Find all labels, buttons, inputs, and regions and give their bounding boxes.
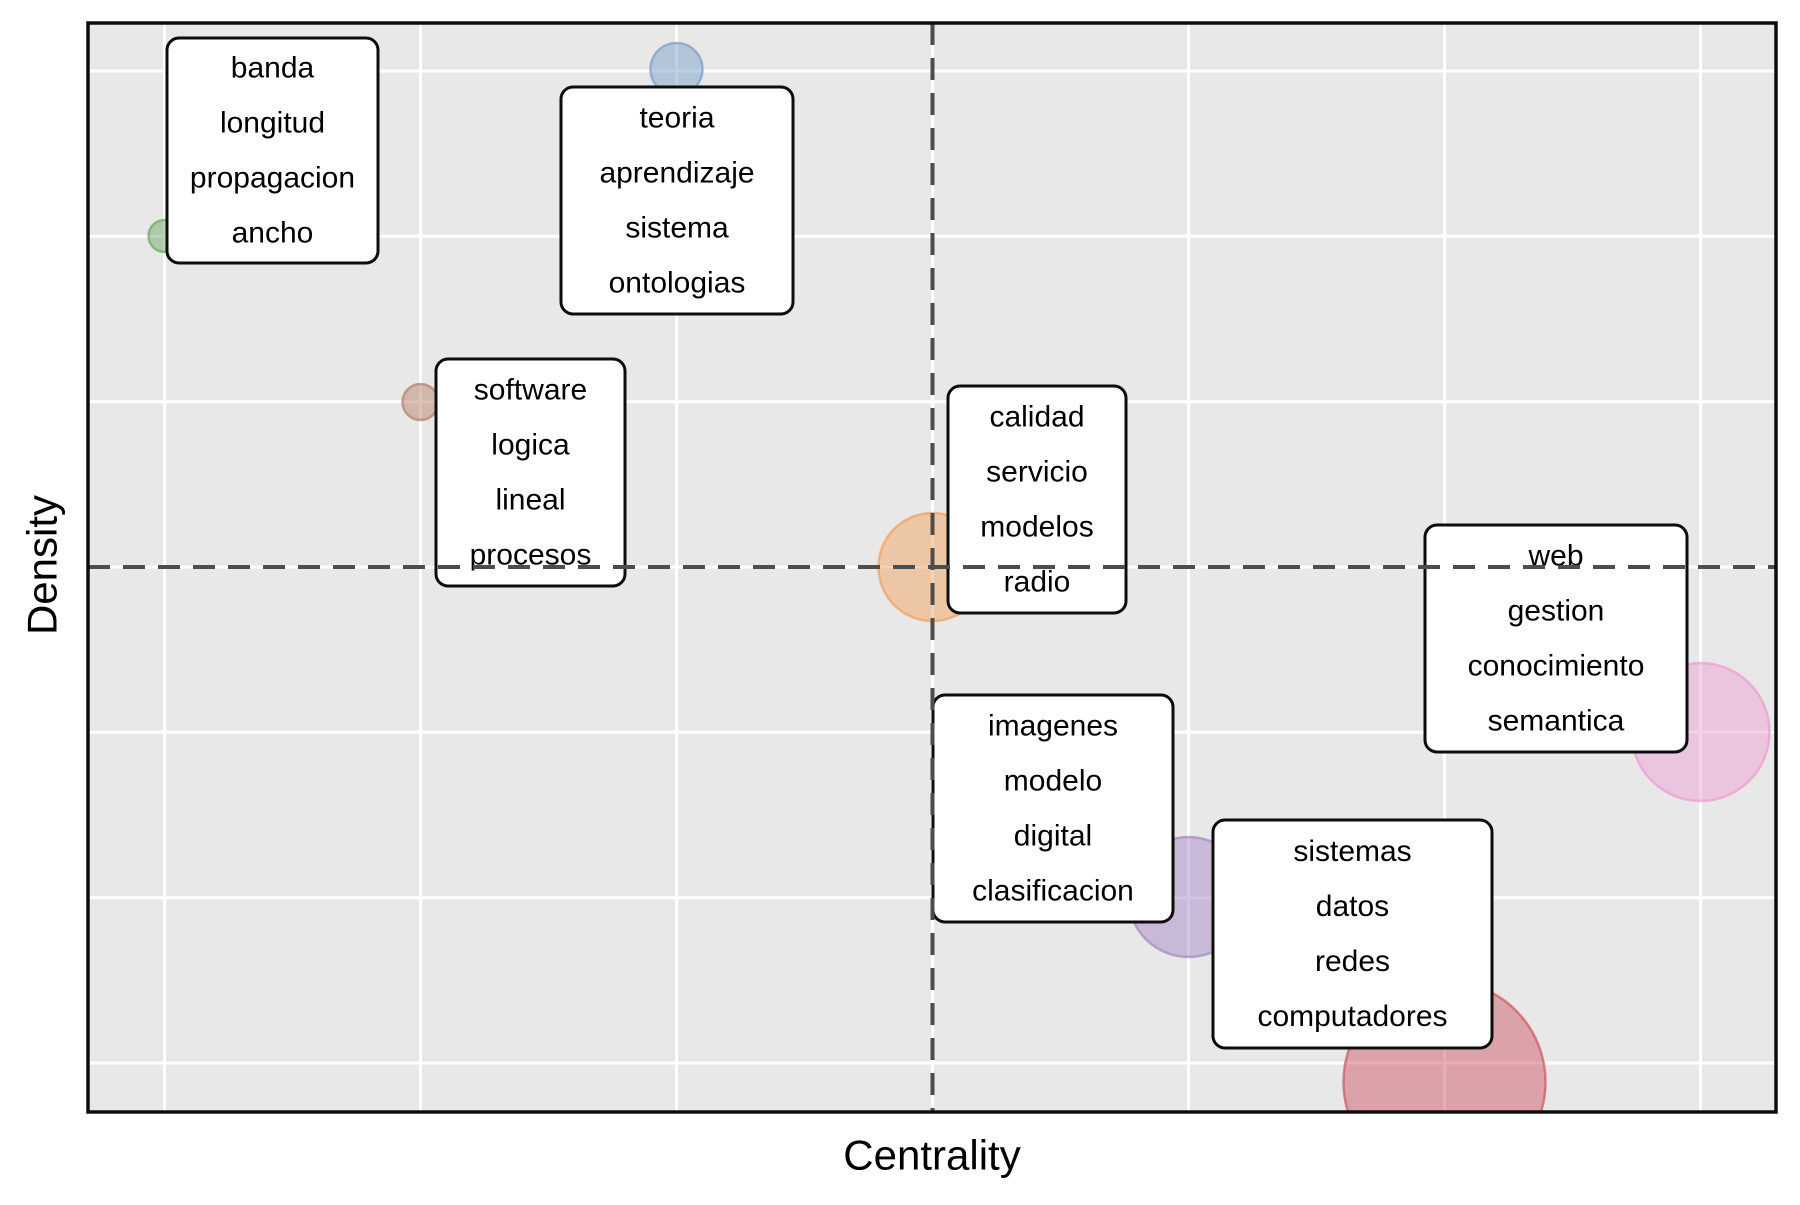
cluster-word: servicio	[986, 456, 1088, 489]
quadrant-divider-lines	[88, 23, 1776, 1112]
cluster-word: imagenes	[988, 710, 1118, 743]
cluster-word: ancho	[232, 217, 314, 250]
cluster-label-box-web	[1423, 523, 1689, 754]
cluster-label-box-sistemas	[1211, 818, 1494, 1050]
cluster-word: datos	[1316, 890, 1389, 923]
cluster-word: sistemas	[1293, 835, 1411, 868]
cluster-label-box-calidad	[946, 384, 1128, 615]
plot-border	[86, 21, 1778, 1114]
cluster-label-box-banda	[165, 36, 380, 265]
cluster-word: aprendizaje	[599, 157, 754, 190]
cluster-word: modelos	[980, 511, 1093, 544]
cluster-word: semantica	[1488, 705, 1625, 738]
cluster-word: sistema	[625, 212, 729, 245]
cluster-label-box-software	[434, 357, 627, 588]
cluster-word: teoria	[639, 102, 714, 135]
cluster-word: lineal	[495, 484, 565, 517]
cluster-word: calidad	[989, 401, 1084, 434]
cluster-word: redes	[1315, 945, 1390, 978]
cluster-label-boxes: banda longitud propagacion ancho teoria apren…	[165, 36, 1689, 1050]
cluster-word: computadores	[1257, 1000, 1447, 1033]
cluster-word: ontologias	[609, 267, 746, 300]
cluster-word: conocimiento	[1468, 650, 1645, 683]
cluster-word: software	[474, 374, 587, 407]
cluster-word: clasificacion	[972, 875, 1134, 908]
cluster-word: logica	[491, 429, 570, 462]
cluster-word: banda	[231, 52, 315, 85]
y-axis-label: Density	[19, 495, 66, 635]
cluster-bubble-software	[401, 382, 440, 422]
cluster-word: propagacion	[190, 162, 355, 195]
cluster-word: radio	[1004, 566, 1071, 599]
cluster-word: modelo	[1004, 765, 1102, 798]
cluster-word: longitud	[220, 107, 325, 140]
cluster-word: digital	[1014, 820, 1092, 853]
x-axis-label: Centrality	[843, 1132, 1020, 1179]
cluster-label-box-teoria	[559, 85, 795, 316]
cluster-word: gestion	[1508, 595, 1605, 628]
